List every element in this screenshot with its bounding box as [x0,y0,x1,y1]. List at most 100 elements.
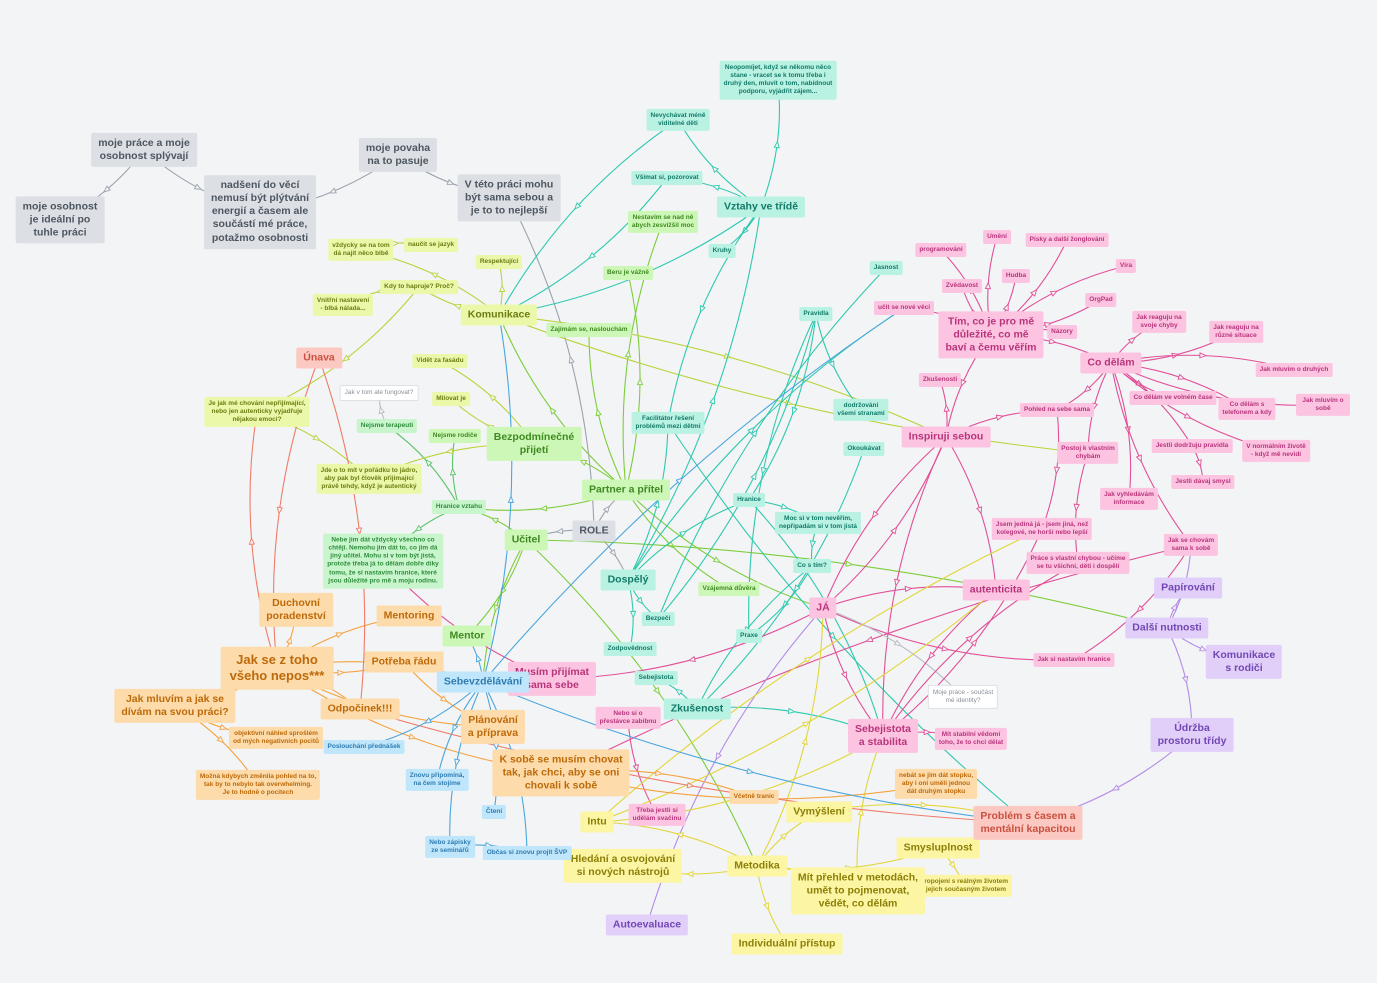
topic-smysluplnost[interactable]: Smysluplnost [896,837,980,859]
topic-mozna[interactable]: Možná kdybych změnila pohled na to, tak … [195,769,321,801]
topic-vymysleni[interactable]: Vymýšlení [786,801,852,823]
topic-nebe-jim[interactable]: Nebe jim dát vždycky všechno co chtějí. … [323,533,443,589]
topic-nebat-se[interactable]: nebát se jim dát stopku, aby i oni uměli… [894,768,978,800]
topic-nebo-si-o[interactable]: Nebo si o přestávce zabíbnu [595,706,661,730]
topic-jak-v-tom[interactable]: Jak v tom ale fungovat? [339,384,419,402]
topic-co-s-tim[interactable]: Co s tím? [793,558,831,574]
topic-zkusenosti[interactable]: Zkušenosti [918,372,962,388]
topic-jestli-dodrzuju[interactable]: Jestli dodržuju pravidla [1151,438,1233,454]
topic-respektujici[interactable]: Respektující [475,254,523,270]
topic-potreba[interactable]: Potřeba řádu [364,651,444,673]
topic-programovani[interactable]: programování [915,242,967,258]
topic-milovat[interactable]: Milovat je [432,391,470,407]
topic-pohled-na-sebe[interactable]: Pohled na sebe sama [1019,402,1095,418]
topic-pisky[interactable]: Písky a další žonglování [1025,232,1109,248]
topic-problem[interactable]: Problém s časem a mentální kapacitou [973,805,1083,841]
topic-vnitrni[interactable]: Vnitřní nastavení - blbá nálada... [312,293,374,317]
topic-je-jak-me[interactable]: Je jak mé chování nepřijímající, nebo je… [204,396,310,428]
topic-metodika[interactable]: Metodika [727,855,787,877]
topic-ucitel[interactable]: Učitel [504,529,548,551]
topic-sama-sebou[interactable]: V této práci mohu být sama sebou a je to… [457,174,561,222]
topic-zvedavost[interactable]: Zvědavost [941,278,983,294]
topic-komunikace-rodici[interactable]: Komunikace s rodiči [1205,644,1283,680]
topic-nejsme-rodice[interactable]: Nejsme rodiče [428,428,482,444]
topic-kdy-to[interactable]: Kdy to hapruje? Proč? [380,279,458,295]
topic-nestavim[interactable]: Nestavím se nad ně abych zesvižšil moc [627,210,699,234]
topic-hudba[interactable]: Hudba [1001,268,1031,284]
topic-nebo-zapisky[interactable]: Nebo zápisky ze seminářů [425,835,475,859]
topic-jak-reaguju-chyby[interactable]: Jak reaguju na svoje chyby [1132,310,1186,334]
topic-facilitator[interactable]: Facilitátor řešení problémů mezi dětmi [631,411,705,435]
topic-prace-s-chybou[interactable]: Práce s vlastní chybou - učíme se tu vši… [1026,551,1130,575]
topic-okoukavat[interactable]: Okoukávat [843,441,885,457]
topic-nadseni[interactable]: nadšení do věcí nemusí být plýtvání ener… [203,175,317,249]
topic-vztahy[interactable]: Vztahy ve třídě [716,196,806,218]
topic-v-normalnim[interactable]: V normálním životě - když mě nevidí [1242,439,1310,463]
topic-zkusenost[interactable]: Zkušenost [663,698,731,720]
topic-kruhy[interactable]: Kruhy [708,243,736,259]
topic-co-delam-telefonem[interactable]: Co dělám s telefonem a kdy [1218,397,1276,421]
topic-hranice[interactable]: Hranice [733,492,765,508]
topic-jsem-jedina[interactable]: Jsem jediná já - jsem jiná, než kolegové… [991,517,1093,541]
topic-jak-vyhledavam[interactable]: Jak vyhledávám informace [1100,487,1158,511]
topic-naucit[interactable]: naučit se jazyk [404,237,458,253]
topic-udrzba[interactable]: Údržba prostoru třídy [1150,717,1234,753]
topic-mit-prehled[interactable]: Mít přehled v metodách, umět to pojmenov… [790,867,926,915]
topic-videt-za[interactable]: Vidět za fasádu [412,353,468,369]
topic-bezpodminecne[interactable]: Bezpodmínečné přijetí [486,426,582,462]
topic-zodpovednost[interactable]: Zodpovědnost [603,641,657,657]
topic-dodrzovani[interactable]: dodržování všemi stranami [833,398,889,422]
topic-sebevzdelavani[interactable]: Sebevzdělávání [436,671,530,693]
topic-vsimat[interactable]: Všímat si, pozorovat [631,170,703,186]
topic-objektivni[interactable]: objektivní náhled sprošlém od mých negat… [229,726,323,750]
topic-intu[interactable]: Intu [580,811,614,833]
topic-tim-co[interactable]: Tím, co je pro mě důležité, co mě baví a… [938,311,1044,359]
topic-jak-si-nastavim[interactable]: Jak si nastavím hranice [1033,652,1115,668]
topic-jde-o-to[interactable]: Jde o to mít v pořádku to jádro, aby pak… [316,463,422,495]
topic-jak-mluvim-divam[interactable]: Jak mluvím a jak se dívám na svou práci? [114,688,236,724]
topic-autoevaluace[interactable]: Autoevaluace [605,914,689,936]
topic-partner[interactable]: Partner a přítel [581,479,671,501]
topic-posloucham[interactable]: Poslouchání přednášek [323,739,405,755]
topic-zajimam[interactable]: Zajímám se, naslouchám [546,322,632,338]
topic-mentoring[interactable]: Mentoring [376,605,442,627]
topic-vzajemna[interactable]: Vzájemná důvěra [698,581,760,597]
topic-individualni[interactable]: Individuální přístup [731,933,843,955]
topic-znovu[interactable]: Znovu připomíná, na čem stojíme [405,768,469,792]
topic-pravidla[interactable]: Pravidla [799,306,833,322]
topic-komunikace[interactable]: Komunikace [460,304,538,326]
topic-role[interactable]: ROLE [572,520,616,542]
topic-k-sobe[interactable]: K sobě se musím chovat tak, jak chci, ab… [492,749,630,797]
topic-hranice-vztahu[interactable]: Hranice vztahu [431,499,487,515]
topic-odpocinek[interactable]: Odpočinek!!! [320,698,400,720]
topic-beru[interactable]: Beru je vážně [603,265,653,281]
topic-duchovni[interactable]: Duchovní poradenství [259,592,333,628]
topic-sebejistota[interactable]: Sebejistota a stabilita [847,718,919,754]
topic-vcetne[interactable]: Včetně tranic [729,789,779,805]
topic-orgpad[interactable]: OrgPad [1085,292,1117,308]
topic-jak-mluvim-sobe[interactable]: Jak mluvím o sobě [1296,393,1350,417]
topic-dospely[interactable]: Dospělý [600,569,656,591]
topic-nazory[interactable]: Názory [1047,324,1077,340]
topic-vira[interactable]: Víra [1115,258,1137,274]
topic-nejsme-terapeuti[interactable]: Nejsme terapeuti [356,418,418,434]
topic-postoj[interactable]: Postoj k vlastním chybám [1057,441,1119,465]
topic-jak-mluvim-druhych[interactable]: Jak mluvím o druhých [1255,362,1333,378]
topic-nevychavat[interactable]: Nevychávat méně viditelné děti [646,108,710,132]
topic-jak-se-z-toho[interactable]: Jak se z toho všeho nepos*** [220,646,334,690]
topic-sebejistota-s[interactable]: Sebejistota [634,670,678,686]
topic-cteni[interactable]: Čtení [481,804,507,820]
topic-ja[interactable]: JÁ [809,597,837,619]
topic-unava[interactable]: Únava [296,347,342,369]
topic-bezpeci[interactable]: Bezpečí [641,611,675,627]
topic-dalsi[interactable]: Další nutnosti [1125,617,1209,639]
topic-jestli-davaj[interactable]: Jestli dávaj smysl [1171,474,1235,490]
topic-moje-prace-soucast[interactable]: Moje práce - součást mé identity? [927,684,999,710]
topic-vzdycky-na-tom[interactable]: vždycky se na tom dá najít něco blbě [328,238,394,262]
topic-planovani[interactable]: Plánování a příprava [460,709,526,745]
topic-jak-reaguju-situace[interactable]: Jak reaguju na různé situace [1209,320,1263,344]
topic-co-delam-volnem[interactable]: Co dělám ve volném čase [1129,390,1217,406]
topic-jak-se-chovam[interactable]: Jak se chovám sama k sobě [1163,533,1219,557]
topic-povaha[interactable]: moje povaha na to pasuje [358,137,438,173]
topic-propojeni[interactable]: Propojení s reálným životem - jejich sou… [915,874,1013,898]
